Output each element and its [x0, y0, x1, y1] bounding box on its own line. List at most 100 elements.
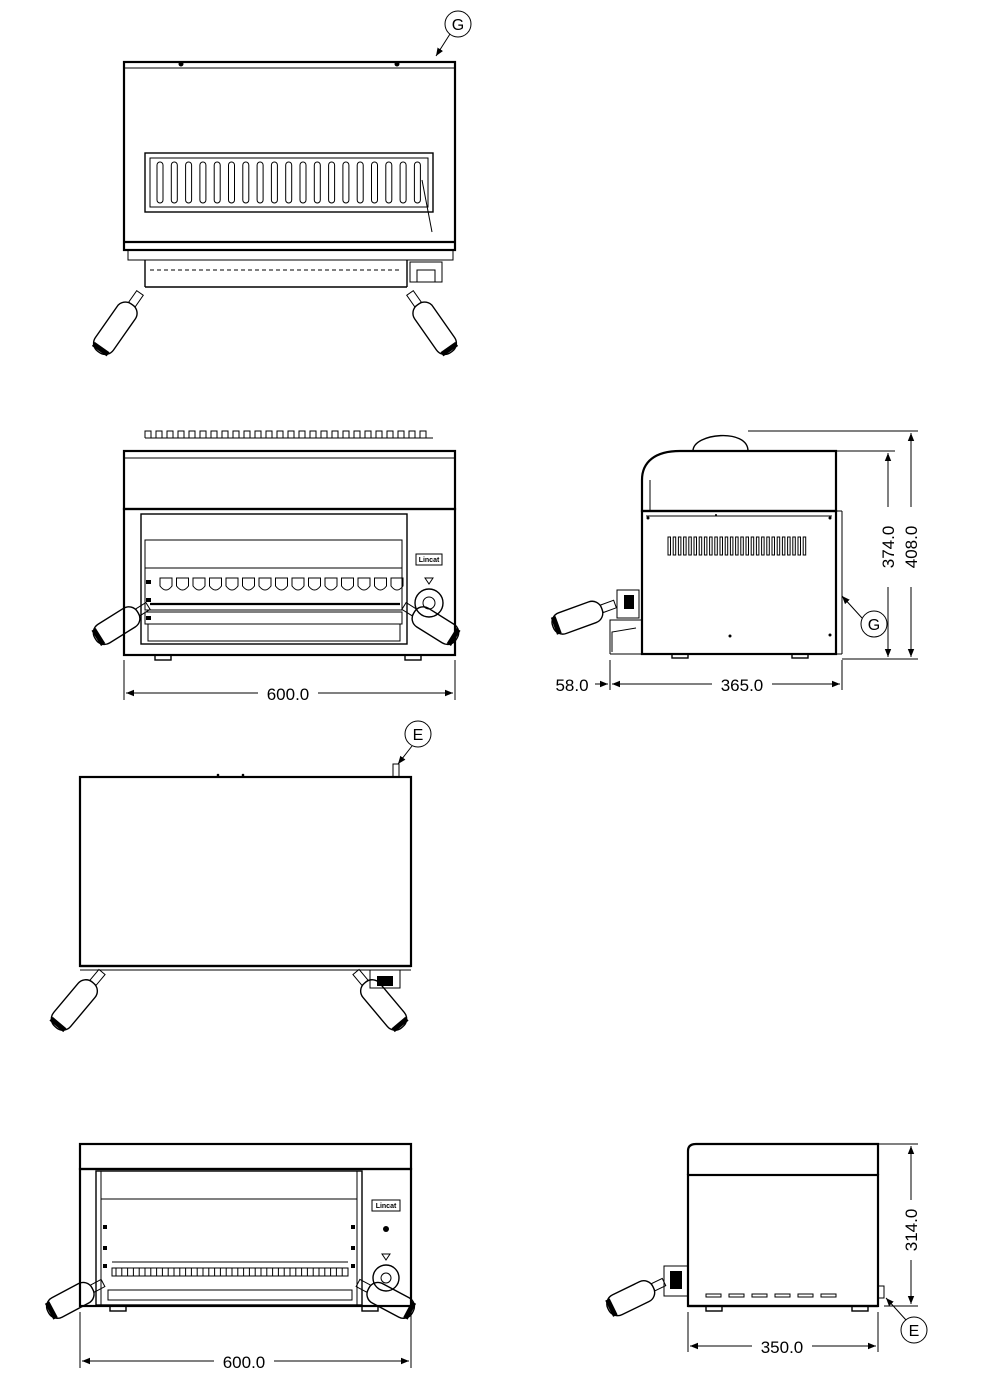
side-vent	[724, 536, 729, 556]
callout-g-side-circle	[860, 610, 888, 638]
heating-element	[291, 577, 305, 591]
heating-element	[159, 577, 173, 591]
heating-element	[357, 577, 371, 591]
side-vent	[693, 536, 697, 556]
heating-element	[275, 577, 288, 591]
heating-elements	[159, 577, 404, 591]
side-vent	[781, 536, 786, 556]
vent-slot	[399, 161, 407, 204]
grill-grid	[115, 1268, 343, 1276]
side-vent	[683, 536, 687, 556]
side-vent	[802, 536, 807, 556]
side-vents	[667, 536, 807, 556]
heating-element	[176, 577, 189, 591]
side-vent	[703, 536, 708, 556]
heating-element	[242, 577, 255, 591]
callout-e-side: E	[909, 1323, 920, 1340]
view-side-a: G 374.0 408.0 58.0 365.0	[550, 430, 921, 695]
side-vent	[797, 1293, 814, 1298]
vent-slot	[356, 161, 364, 204]
side-vent	[792, 536, 796, 556]
heating-element	[324, 577, 338, 591]
side-vent	[771, 536, 775, 556]
vent-slot	[185, 161, 193, 204]
vent-slot	[313, 161, 321, 204]
dim-height-body: 374.0	[879, 526, 898, 569]
view-front-a: Lincat 600.0	[91, 430, 461, 704]
top-grille	[144, 430, 431, 439]
heating-element	[225, 577, 239, 591]
side-vent	[797, 536, 801, 556]
side-vent	[719, 536, 723, 556]
vent-slot	[270, 161, 278, 204]
vent-slot	[242, 161, 250, 204]
vent-slot	[385, 161, 393, 204]
side-vent	[774, 1293, 791, 1298]
vent-slot	[228, 161, 235, 204]
side-vent	[745, 536, 749, 556]
callout-e-top: E	[413, 727, 424, 744]
callout-g-top: G	[452, 17, 464, 34]
heating-element	[258, 577, 272, 591]
side-vent	[761, 536, 765, 556]
heating-element	[192, 577, 206, 591]
callout-e-top-circle	[404, 720, 432, 748]
side-vent	[751, 1293, 768, 1298]
control-knob-a	[414, 588, 444, 618]
brand-logo-b: Lincat	[376, 1203, 397, 1210]
vent-slot	[199, 161, 207, 204]
side-vent	[667, 536, 671, 556]
dim-height-total: 408.0	[902, 526, 921, 569]
dim-width-b: 600.0	[223, 1353, 266, 1372]
vent-slot	[170, 161, 178, 204]
brand-plate-b	[371, 1199, 401, 1212]
side-vent	[698, 536, 703, 556]
side-vent	[728, 1293, 745, 1298]
side-vent	[740, 536, 744, 556]
side-vent	[714, 536, 718, 556]
callout-e-side-circle	[900, 1316, 928, 1344]
control-knob-b	[372, 1264, 400, 1292]
dim-width-a: 600.0	[267, 685, 310, 704]
dim-handle-offset: 58.0	[555, 676, 588, 695]
vent-slot	[328, 161, 336, 204]
indicator-triangle	[424, 577, 434, 585]
brand-plate-a	[415, 553, 443, 566]
side-vent	[729, 536, 734, 556]
heating-element	[390, 577, 404, 591]
view-side-b: 314.0 350.0 E	[605, 1142, 928, 1357]
side-vent	[735, 536, 739, 556]
heating-element	[308, 577, 321, 591]
indicator-light	[383, 1226, 389, 1232]
view-top-plan: G	[91, 10, 472, 357]
side-vent	[820, 1293, 837, 1298]
heating-element	[374, 577, 387, 591]
vent-slot	[371, 161, 378, 204]
side-vent	[750, 536, 755, 556]
vent-slot	[213, 161, 221, 204]
side-vent	[688, 536, 692, 556]
callout-g-top-circle	[444, 10, 472, 38]
view-top-plan-b: E	[49, 720, 432, 1033]
side-vent	[672, 536, 677, 556]
side-vent	[705, 1293, 722, 1298]
side-vent	[709, 536, 713, 556]
side-vent	[766, 536, 770, 556]
vent-slot	[156, 161, 164, 204]
vent-slot	[342, 161, 350, 204]
vent-slots	[156, 161, 421, 204]
heating-element	[341, 577, 354, 591]
vent-slot	[413, 161, 421, 204]
vent-slot	[299, 161, 307, 204]
dim-height-b: 314.0	[902, 1209, 921, 1252]
dim-depth-a: 365.0	[721, 676, 764, 695]
dim-depth-b: 350.0	[761, 1338, 804, 1357]
side-vents-b	[705, 1293, 837, 1298]
vent-slot	[285, 161, 293, 204]
heating-element	[209, 577, 222, 591]
view-front-b: Lincat 600.0	[44, 1142, 417, 1372]
side-vent	[755, 536, 760, 556]
vent-slot	[256, 161, 264, 204]
callout-g-side: G	[868, 617, 880, 634]
